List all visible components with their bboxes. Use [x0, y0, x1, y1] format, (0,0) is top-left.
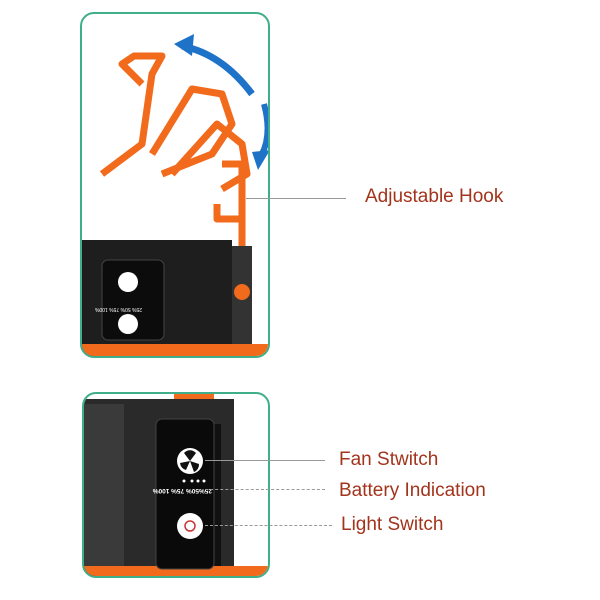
battery-levels-small: 25% 50% 75% 100% [94, 306, 142, 312]
battery-levels: 25%50% 75% 100% [152, 487, 212, 494]
light-switch-icon [118, 314, 138, 334]
battery-indication-label: Battery Indication [339, 480, 486, 501]
light-switch-icon [177, 513, 203, 539]
arrowhead-up-icon [174, 34, 194, 56]
hook-label: Adjustable Hook [365, 186, 504, 207]
fan-leader-line [205, 460, 325, 461]
lantern-hook-illustration: 25% 50% 75% 100% [82, 34, 268, 356]
light-leader-line [205, 525, 332, 526]
hook-positions [99, 52, 251, 294]
fan-switch-icon [118, 272, 138, 292]
hook-detail-panel: 25% 50% 75% 100% [80, 12, 270, 358]
hook-leader-line [246, 198, 346, 199]
control-panel [101, 259, 165, 341]
fan-switch-label: Fan Stwitch [339, 449, 439, 470]
control-detail-panel: 25%50% 75% 100% [82, 392, 270, 578]
battery-leader-line [205, 489, 325, 490]
battery-led-dots [182, 479, 206, 483]
rotate-arrow-down-icon [259, 103, 268, 156]
light-switch-label: Light Switch [341, 514, 444, 535]
control-panel-illustration: 25%50% 75% 100% [84, 394, 268, 576]
